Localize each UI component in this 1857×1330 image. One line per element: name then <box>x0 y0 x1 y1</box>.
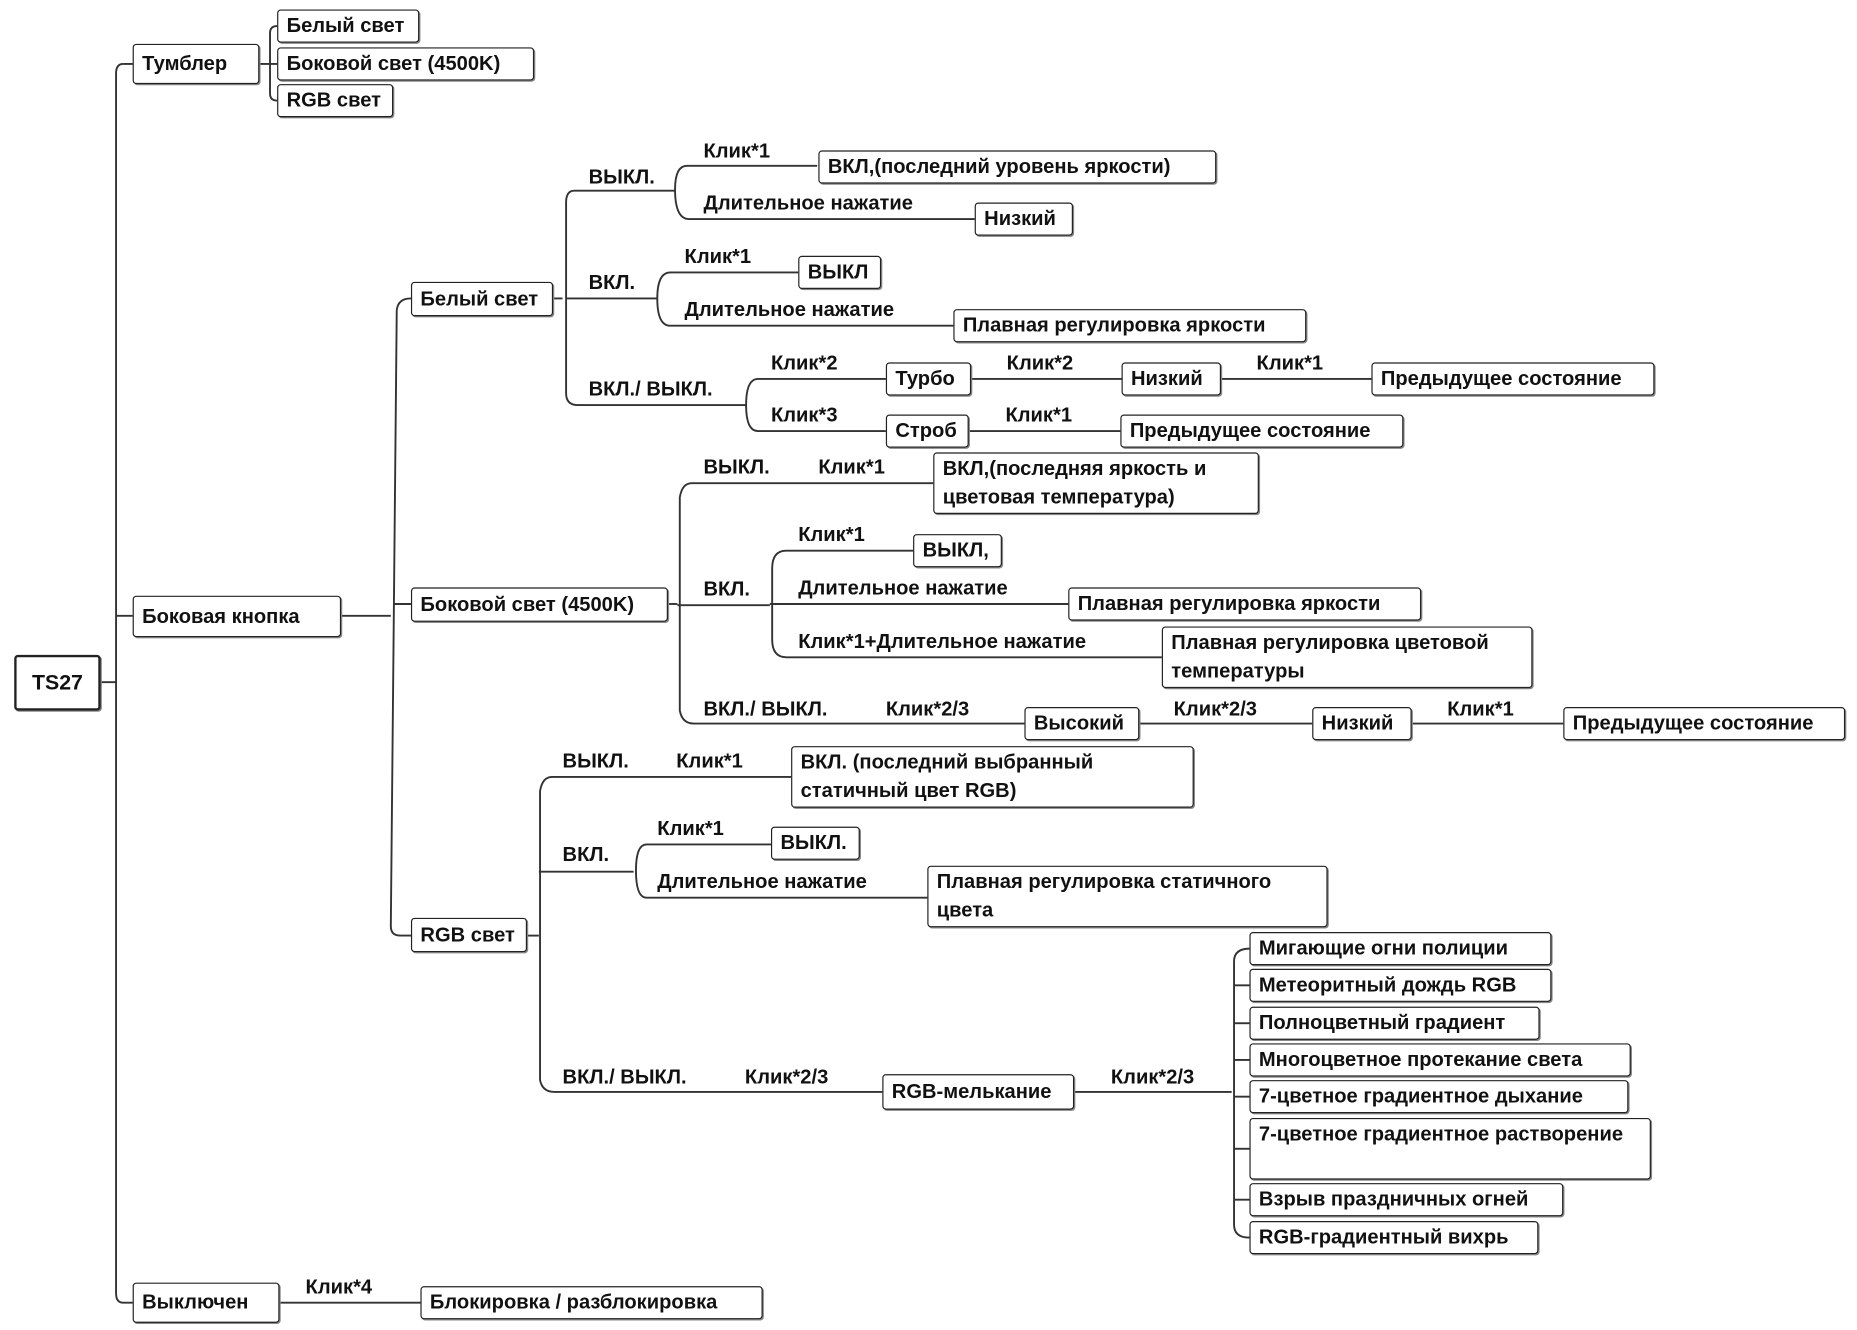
node-low[interactable]: Низкий <box>1312 707 1412 741</box>
node-off[interactable]: ВЫКЛ <box>798 255 882 289</box>
label-click23: Клик*2/3 <box>1173 697 1258 721</box>
label-white-off: ВЫКЛ. <box>588 165 655 189</box>
label-side-onoff: ВКЛ./ ВЫКЛ. <box>703 697 828 721</box>
label-click23: Клик*2/3 <box>885 697 970 721</box>
node-low[interactable]: Низкий <box>974 202 1073 236</box>
node-toggle-side[interactable]: Боковой свет (4500K) <box>277 47 535 81</box>
node-side-button[interactable]: Боковая кнопка <box>132 595 342 638</box>
label-click1: Клик*1 <box>818 455 885 479</box>
label-click1: Клик*1 <box>1447 697 1514 721</box>
node-smooth-brightness[interactable]: Плавная регулировка яркости <box>1068 587 1422 621</box>
label-long-press: Длительное нажатие <box>703 191 913 215</box>
node-rgb-mode[interactable]: 7-цветное градиентное растворение <box>1249 1117 1651 1180</box>
label-click2: Клик*2 <box>770 351 838 375</box>
label-click1: Клик*1 <box>657 817 724 840</box>
node-previous-state[interactable]: Предыдущее состояние <box>1371 362 1655 396</box>
node-off[interactable]: ВЫКЛ. <box>770 826 860 860</box>
node-rgb-mode[interactable]: Метеоритный дождь RGB <box>1249 968 1552 1002</box>
label-rgb-onoff: ВКЛ./ ВЫКЛ. <box>562 1065 687 1089</box>
node-low[interactable]: Низкий <box>1121 362 1222 396</box>
node-previous-state[interactable]: Предыдущее состояние <box>1120 414 1404 448</box>
label-click2: Клик*2 <box>1006 351 1074 375</box>
label-click1: Клик*1 <box>684 245 752 268</box>
label-click1: Клик*1 <box>798 523 865 546</box>
node-rgb-mode[interactable]: Многоцветное протекание света <box>1249 1043 1631 1077</box>
label-long-press: Длительное нажатие <box>657 870 867 893</box>
node-white-light[interactable]: Белый свет <box>410 281 554 317</box>
label-white-on: ВКЛ. <box>588 271 636 294</box>
node-high[interactable]: Высокий <box>1024 707 1140 741</box>
label-long-press: Длительное нажатие <box>684 298 895 321</box>
label-side-on: ВКЛ. <box>703 577 751 601</box>
label-click1-long-press: Клик*1+Длительное нажатие <box>798 630 1087 653</box>
node-smooth-brightness[interactable]: Плавная регулировка яркости <box>953 309 1307 343</box>
label-rgb-off: ВЫКЛ. <box>562 749 629 773</box>
node-smooth-color-temp[interactable]: Плавная регулировка цветовой температуры <box>1161 626 1533 689</box>
label-click23: Клик*2/3 <box>1110 1065 1195 1089</box>
node-strobe[interactable]: Строб <box>885 414 969 448</box>
node-side-light[interactable]: Боковой свет (4500K) <box>410 587 668 622</box>
node-rgb-mode[interactable]: RGB-градиентный вихрь <box>1249 1221 1539 1255</box>
label-click4: Клик*4 <box>305 1275 373 1298</box>
node-side-on-last[interactable]: ВКЛ,(последняя яркость и цветовая темпер… <box>933 452 1259 514</box>
node-previous-state[interactable]: Предыдущее состояние <box>1563 707 1846 741</box>
label-click1: Клик*1 <box>1256 351 1324 375</box>
node-rgb-on-last[interactable]: ВКЛ. (последний выбранный статичный цвет… <box>791 746 1194 808</box>
node-off-state[interactable]: Выключен <box>132 1282 280 1323</box>
label-side-off: ВЫКЛ. <box>703 455 770 479</box>
node-rgb-flicker[interactable]: RGB-мелькание <box>882 1074 1075 1110</box>
root-node[interactable]: TS27 <box>14 654 101 711</box>
label-click1: Клик*1 <box>703 139 771 163</box>
label-rgb-on: ВКЛ. <box>562 843 610 866</box>
node-white-on-last[interactable]: ВКЛ,(последний уровень яркости) <box>818 150 1217 184</box>
node-rgb-light[interactable]: RGB свет <box>410 917 528 953</box>
node-turbo[interactable]: Турбо <box>885 362 972 396</box>
node-toggle[interactable]: Тумблер <box>132 43 260 85</box>
label-click3: Клик*3 <box>770 403 838 427</box>
node-lock-unlock[interactable]: Блокировка / разблокировка <box>420 1286 763 1320</box>
node-rgb-mode[interactable]: 7-цветное градиентное дыхание <box>1249 1080 1629 1114</box>
node-off[interactable]: ВЫКЛ, <box>913 534 1002 568</box>
node-rgb-mode[interactable]: Мигающие огни полиции <box>1249 932 1552 966</box>
label-click23: Клик*2/3 <box>744 1065 829 1089</box>
node-rgb-mode[interactable]: Полноцветный градиент <box>1249 1006 1540 1040</box>
label-white-onoff: ВКЛ./ ВЫКЛ. <box>588 377 713 401</box>
label-long-press: Длительное нажатие <box>798 576 1008 600</box>
label-click1: Клик*1 <box>1005 403 1073 427</box>
node-toggle-rgb[interactable]: RGB свет <box>277 84 394 118</box>
node-toggle-white[interactable]: Белый свет <box>277 9 420 43</box>
label-click1: Клик*1 <box>676 749 743 773</box>
node-rgb-mode[interactable]: Взрыв праздничных огней <box>1249 1183 1564 1217</box>
node-smooth-static-color[interactable]: Плавная регулировка статичного цвета <box>927 865 1328 928</box>
